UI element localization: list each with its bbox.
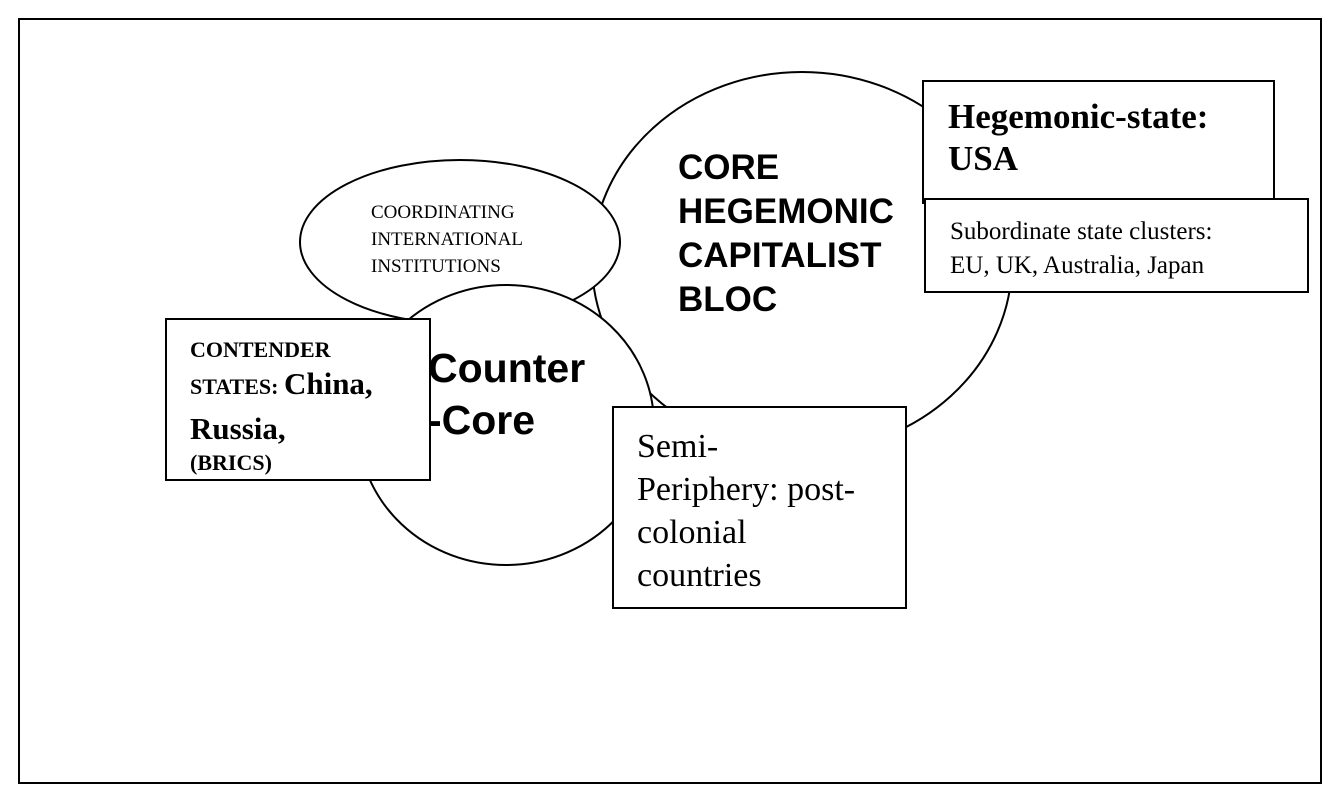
subordinate-line-2: EU, UK, Australia, Japan [950, 252, 1205, 279]
coordinating-line-2: INTERNATIONAL [371, 229, 523, 250]
core-line-1: CORE [678, 148, 780, 187]
contender-states-box: CONTENDER STATES: China, Russia, (BRICS) [165, 318, 431, 481]
core-line-4: BLOC [678, 280, 778, 319]
core-bloc-label: CORE HEGEMONIC CAPITALIST BLOC [678, 146, 894, 322]
contender-line-4: (BRICS) [190, 450, 272, 475]
contender-china: China, [283, 366, 373, 401]
contender-line-2: STATES: China, [190, 364, 373, 410]
contender-line-3: Russia, [190, 411, 286, 446]
counter-line-1: Counter [428, 345, 586, 391]
semi-periphery-box: Semi- Periphery: post- colonial countrie… [612, 406, 907, 609]
diagram-frame [18, 18, 1322, 784]
semi-line-2: Periphery: post- [637, 471, 856, 508]
hegemonic-state-box: Hegemonic-state: USA [922, 80, 1275, 204]
subordinate-states-box: Subordinate state clusters: EU, UK, Aust… [924, 198, 1309, 293]
counter-core-label: Counter -Core [428, 342, 585, 446]
hegemonic-line-1: Hegemonic-state: [948, 97, 1209, 136]
core-line-3: CAPITALIST [678, 236, 882, 275]
semi-line-4: countries [637, 557, 762, 594]
core-line-2: HEGEMONIC [678, 192, 894, 231]
hegemonic-line-2: USA [948, 139, 1019, 178]
contender-states-word: STATES: [190, 374, 284, 399]
coordinating-institutions-label: COORDINATING INTERNATIONAL INSTITUTIONS [371, 199, 523, 280]
subordinate-line-1: Subordinate state clusters: [950, 218, 1213, 245]
contender-line-1: CONTENDER [190, 337, 331, 362]
semi-line-1: Semi- [637, 428, 719, 465]
counter-line-2: -Core [428, 397, 536, 443]
coordinating-line-3: INSTITUTIONS [371, 256, 501, 277]
coordinating-line-1: COORDINATING [371, 202, 515, 223]
semi-line-3: colonial [637, 514, 747, 551]
